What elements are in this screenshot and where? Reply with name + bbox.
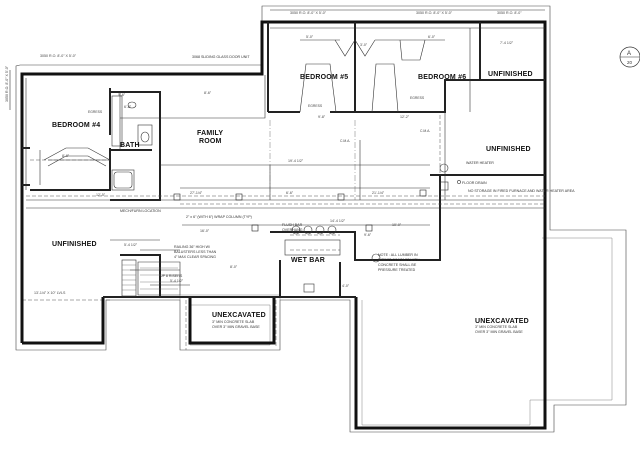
note-flush-beam-2: OVERHANG: [282, 228, 303, 232]
dim-d4: 5'-6": [118, 93, 126, 97]
columns: [173, 189, 427, 232]
bay-windows: [43, 39, 426, 167]
note-flush-beam-1: FLUSH BAR: [282, 223, 303, 227]
note-sliding-door: 3068 SLIDING GLASS DOOR UNIT: [192, 55, 250, 59]
dim-d24: 4'-0": [342, 284, 350, 288]
dim-d21: 5'-4 1/2": [170, 279, 184, 283]
dim-d11: 21'-1/4": [372, 191, 385, 195]
note-no-storage: NO STORAGE IN FIRED FURNACE AND WATER HE…: [468, 189, 575, 193]
dim-d18: 14'-4 1/2": [330, 219, 346, 223]
dim-window-top-3: 3050 R.O. 8'-0": [497, 11, 522, 15]
note-mech-location: MECH/FURN LOCATION: [120, 209, 161, 213]
note-railing-2: BALUSTERS LESS THAN: [174, 250, 217, 254]
room-label-bedroom-6: BEDROOM #6: [418, 74, 466, 81]
note-cma-2: C.M.A.: [420, 129, 430, 133]
note-railing-3: 4" MAX CLEAR SPACING: [174, 255, 216, 259]
note-slab-east-1: 3" MIN CONCRETE SLAB: [475, 325, 518, 329]
note-slab-south-1: 3" MIN CONCRETE SLAB: [212, 320, 255, 324]
dim-d14: 10'-0": [392, 223, 402, 227]
room-label-unfinished-w: UNFINISHED: [52, 241, 97, 248]
note-columns: 2" x 6" (WITH 6") WRAP COLUMN (TYP): [186, 215, 252, 219]
dim-d20: 12'-5": [96, 193, 106, 197]
note-stair-up: UP 8 RISERS: [160, 274, 183, 278]
note-lumber-line2: DIRECT CONTACT WITH: [378, 258, 420, 262]
dim-d22: 13'-1/4" X 10" LVLS: [34, 291, 66, 295]
bar-stools: [284, 225, 341, 293]
room-label-wet-bar: WET BAR: [291, 257, 325, 264]
dim-d23: 3'-0": [360, 43, 368, 47]
dim-d15: 7'-4 1/2": [500, 41, 514, 45]
room-label-unfinished-nw: UNFINISHED: [488, 71, 533, 78]
note-cma-1: C.M.A.: [340, 139, 350, 143]
dim-d5: 9'-8": [318, 115, 326, 119]
room-label-family: FAMILY: [197, 130, 223, 137]
note-railing-1: RAILING 36" HIGH W/: [174, 245, 210, 249]
section-callout: A 20: [619, 46, 640, 68]
beam-lines: [26, 115, 545, 251]
dim-window-vertical: 3050 R.O. 8'-0" X 5'-0": [5, 65, 9, 102]
note-egress-2: EGRESS: [308, 104, 323, 108]
dim-d17: 6'-8": [124, 105, 132, 109]
callout-letter: A: [627, 51, 631, 57]
note-egress-3: EGRESS: [410, 96, 425, 100]
room-label-unexcavated-south: UNEXCAVATED: [212, 312, 266, 319]
dim-d12: 16'-0": [200, 229, 210, 233]
dim-d2: 6'-0": [428, 35, 436, 39]
room-label-bath: BATH: [120, 142, 140, 149]
dim-window-top-2: 3050 R.O. 8'-0" X 5'-0": [416, 11, 453, 15]
room-label-unexcavated-east: UNEXCAVATED: [475, 318, 529, 325]
dim-d16: 5'-4 1/2": [124, 243, 138, 247]
room-label-unfinished-ne: UNFINISHED: [486, 146, 531, 153]
dim-d7: 8'-8": [62, 154, 70, 158]
stairs: [121, 259, 181, 297]
dim-d8: 19'-4 1/2": [288, 159, 304, 163]
dim-d13: 9'-6": [364, 233, 372, 237]
dim-d10: 6'-6": [286, 191, 294, 195]
note-lumber-line1: NOTE : ALL LUMBER IN: [378, 253, 418, 257]
note-lumber-line3: CONCRETE SHALL BE: [378, 263, 417, 267]
room-label-bedroom-5: BEDROOM #5: [300, 74, 348, 81]
dim-d1: 5'-0": [306, 35, 314, 39]
mechanical-equipment: [371, 163, 461, 263]
note-slab-east-2: OVER 3" MIN GRAVEL BASE: [475, 330, 523, 334]
note-water-heater: WATER HEATER: [466, 161, 494, 165]
room-label-family-room: ROOM: [199, 138, 222, 145]
exterior-walls: [20, 20, 547, 430]
dim-window-top-1: 3050 R.O. 8'-0" X 5'-0": [290, 11, 327, 15]
bath-fixtures: [111, 95, 153, 191]
note-floor-drain: FLOOR DRAIN: [462, 181, 487, 185]
dim-window-left: 3050 R.O. 8'-0" X 5'-0": [40, 54, 77, 58]
note-lumber-line4: PRESSURE TREATED: [378, 268, 416, 272]
dimension-lines: [9, 9, 545, 286]
note-slab-south-2: OVER 3" MIN GRAVEL BASE: [212, 325, 260, 329]
dim-d9: 27'-1/4": [190, 191, 203, 195]
dim-d19: 8'-0": [230, 265, 238, 269]
footing-lines: [15, 5, 627, 433]
note-egress-1: EGRESS: [88, 110, 103, 114]
callout-number: 20: [627, 60, 633, 65]
room-label-bedroom-4: BEDROOM #4: [52, 122, 100, 129]
interior-walls: [22, 22, 545, 297]
dim-d3: 8'-6": [204, 91, 212, 95]
dim-d6: 12'-2": [400, 115, 410, 119]
